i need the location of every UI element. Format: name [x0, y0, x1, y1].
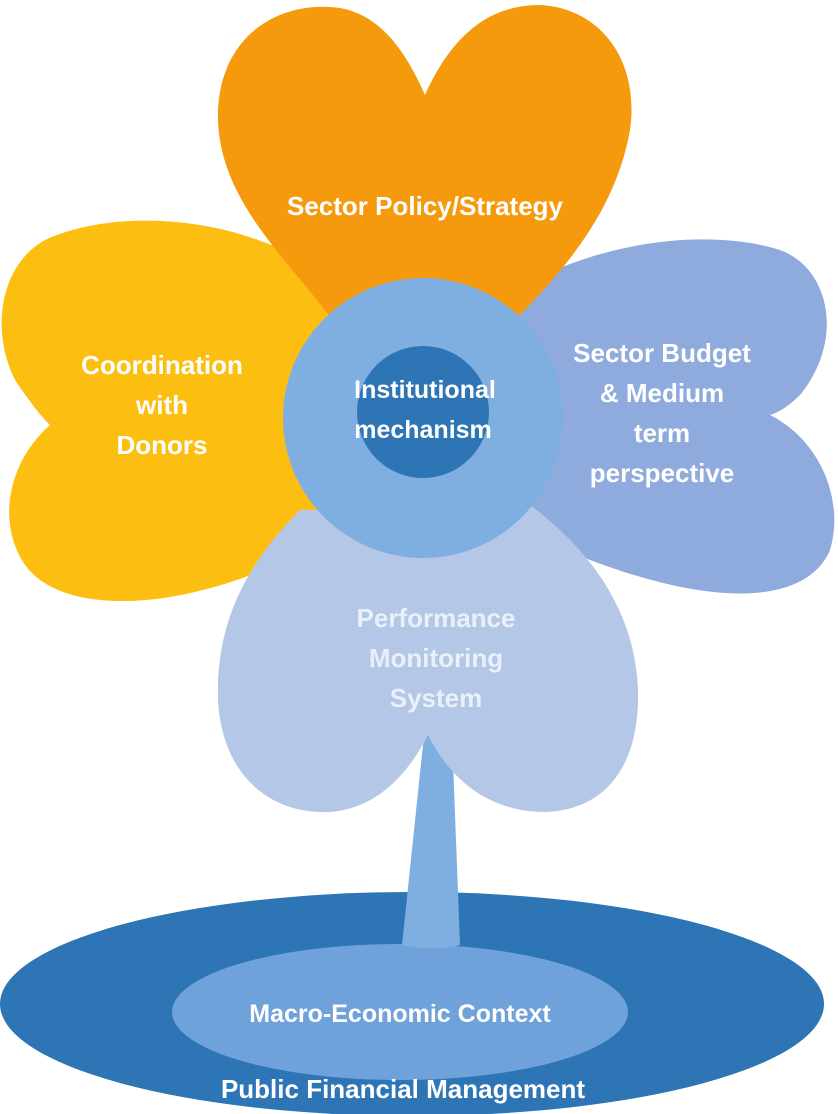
petal-coordination-with-donors: [1, 220, 345, 602]
macro-economic-context-ellipse: [172, 944, 628, 1080]
label-institutional-line-2: mechanism: [354, 416, 492, 444]
flower-stem: [402, 735, 460, 949]
label-coordination-line-2: with: [135, 390, 188, 420]
label-performance-line-1: Performance: [357, 603, 516, 633]
label-coordination-line-1: Coordination: [81, 350, 243, 380]
label-public-financial-management: Public Financial Management: [221, 1074, 585, 1104]
petal-sector-budget: [500, 239, 835, 594]
label-macro-economic-context: Macro-Economic Context: [249, 1000, 551, 1028]
label-institutional-line-1: Institutional: [354, 376, 496, 404]
label-sector-budget-line-3: term: [634, 418, 690, 448]
label-coordination-line-3: Donors: [117, 430, 208, 460]
label-sector-budget-line-2: & Medium: [600, 378, 724, 408]
label-sector-budget-line-1: Sector Budget: [573, 338, 751, 368]
label-sector-policy-strategy: Sector Policy/Strategy: [287, 191, 564, 221]
center-core: [357, 346, 489, 478]
petal-performance-monitoring: [217, 505, 639, 813]
label-performance-line-3: System: [390, 683, 483, 713]
label-sector-budget-line-4: perspective: [590, 458, 735, 488]
petal-sector-policy-strategy: [217, 5, 632, 330]
label-performance-line-2: Monitoring: [369, 643, 503, 673]
